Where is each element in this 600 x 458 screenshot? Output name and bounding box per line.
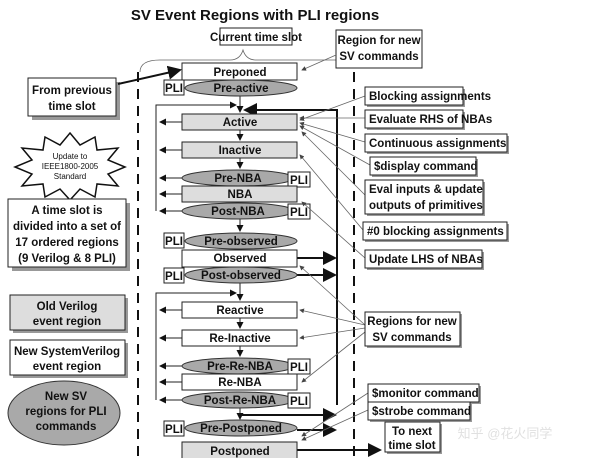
svg-text:Pre-observed: Pre-observed (204, 236, 278, 248)
watermark: 知乎 @花火同学 (458, 426, 553, 441)
note-update-lhs: Update LHS of NBAs (364, 249, 484, 270)
svg-text:Update LHS of NBAs: Update LHS of NBAs (369, 254, 483, 266)
time-slot-brace (139, 48, 360, 73)
svg-text:$display command: $display command (374, 161, 478, 173)
legend-new-pli: New SV regions for PLI commands (7, 380, 121, 446)
svg-text:#0 blocking assignments: #0 blocking assignments (367, 226, 504, 238)
note-next-time-slot: To next time slot (384, 421, 442, 454)
note-continuous-assignments: Continuous assignments (364, 133, 509, 154)
svg-text:Post-Re-NBA: Post-Re-NBA (204, 395, 276, 407)
region-pre-observed: PLI Pre-observed (163, 232, 298, 250)
svg-text:PLI: PLI (290, 207, 308, 219)
svg-text:Preponed: Preponed (213, 67, 266, 79)
svg-text:$monitor command: $monitor command (372, 388, 479, 400)
region-pre-postponed: PLI Pre-Postponed (163, 419, 298, 437)
svg-text:divided into a set of: divided into a set of (13, 221, 121, 233)
svg-text:Re-NBA: Re-NBA (218, 377, 261, 389)
svg-text:Observed: Observed (213, 253, 266, 265)
region-reactive: Reactive (181, 301, 298, 319)
svg-text:Region for new: Region for new (337, 35, 420, 47)
svg-text:Old Verilog: Old Verilog (37, 301, 98, 313)
svg-text:Post-observed: Post-observed (201, 270, 281, 282)
note-monitor-command: $monitor command (367, 383, 481, 404)
legend-new-systemverilog: New SystemVerilog event region (9, 339, 128, 378)
svg-text:From previous: From previous (32, 85, 112, 97)
svg-text:17 ordered regions: 17 ordered regions (15, 237, 119, 249)
note-evaluate-rhs: Evaluate RHS of NBAs (364, 109, 492, 130)
svg-text:PLI: PLI (165, 236, 183, 248)
svg-text:$strobe command: $strobe command (372, 406, 471, 418)
region-nba: NBA (181, 185, 298, 203)
region-new-sv-label: Region for new SV commands (335, 29, 423, 69)
note-strobe-command: $strobe command (367, 401, 472, 422)
svg-text:SV commands: SV commands (339, 51, 418, 63)
svg-text:event region: event region (33, 361, 101, 373)
region-pre-re-nba: Pre-Re-NBA PLI (181, 357, 311, 375)
svg-text:Eval inputs & update: Eval inputs & update (369, 184, 483, 196)
svg-text:Standard: Standard (54, 172, 86, 181)
svg-text:time slot: time slot (48, 101, 95, 113)
svg-text:Pre-NBA: Pre-NBA (214, 173, 261, 185)
svg-text:Blocking assignments: Blocking assignments (369, 91, 491, 103)
svg-text:Postponed: Postponed (210, 446, 269, 458)
svg-text:event region: event region (33, 316, 101, 328)
region-postponed: Postponed (181, 441, 298, 458)
feedback-line (243, 103, 338, 405)
svg-text:Update to: Update to (53, 152, 88, 161)
diagram-title: SV Event Regions with PLI regions (131, 7, 379, 24)
svg-text:(9 Verilog & 8 PLI): (9 Verilog & 8 PLI) (18, 253, 116, 265)
region-pre-nba: Pre-NBA PLI (181, 169, 311, 188)
region-preponed: Preponed (181, 62, 298, 81)
svg-text:Pre-Re-NBA: Pre-Re-NBA (207, 361, 273, 373)
svg-text:PLI: PLI (290, 175, 308, 187)
svg-text:PLI: PLI (165, 424, 183, 436)
svg-text:Post-NBA: Post-NBA (211, 206, 265, 218)
note-display-command: $display command (369, 156, 478, 177)
region-observed: Observed (181, 249, 298, 268)
svg-text:NBA: NBA (228, 189, 253, 201)
region-post-nba: Post-NBA PLI (181, 202, 311, 220)
svg-text:A time slot is: A time slot is (31, 205, 102, 217)
region-re-nba: Re-NBA (181, 373, 298, 391)
svg-text:Inactive: Inactive (219, 145, 262, 157)
note-regions-new-sv: Regions for new SV commands (364, 311, 462, 348)
svg-text:Continuous assignments: Continuous assignments (369, 138, 506, 150)
region-post-observed: PLI Post-observed (163, 266, 298, 284)
legend-old-verilog: Old Verilog event region (9, 294, 128, 333)
svg-text:IEEE1800-2005: IEEE1800-2005 (42, 162, 99, 171)
region-pre-active: PLI Pre-active (163, 79, 298, 97)
svg-text:Regions for new: Regions for new (367, 316, 457, 328)
svg-text:To next: To next (392, 426, 432, 438)
svg-text:Reactive: Reactive (216, 305, 263, 317)
note-zero-blocking: #0 blocking assignments (362, 221, 509, 242)
svg-text:Pre-Postponed: Pre-Postponed (200, 423, 282, 435)
svg-text:Re-Inactive: Re-Inactive (209, 333, 270, 345)
svg-text:PLI: PLI (290, 362, 308, 374)
region-re-inactive: Re-Inactive (181, 329, 298, 347)
svg-text:PLI: PLI (290, 396, 308, 408)
svg-text:Current time slot: Current time slot (210, 32, 302, 44)
svg-text:Evaluate RHS of NBAs: Evaluate RHS of NBAs (369, 114, 492, 126)
svg-text:Pre-active: Pre-active (214, 83, 269, 95)
svg-text:New SV: New SV (45, 391, 88, 403)
update-starburst: Update to IEEE1800-2005 Standard (13, 131, 127, 202)
note-eval-inputs: Eval inputs & update outputs of primitive… (364, 179, 485, 216)
svg-text:SV commands: SV commands (372, 332, 451, 344)
svg-text:outputs of primitives: outputs of primitives (369, 200, 483, 212)
svg-text:Active: Active (223, 117, 258, 129)
region-post-re-nba: Post-Re-NBA PLI (181, 391, 311, 409)
svg-text:New SystemVerilog: New SystemVerilog (14, 346, 120, 358)
svg-text:time slot: time slot (388, 440, 435, 452)
from-previous-time-slot: From previous time slot (27, 77, 120, 120)
svg-text:PLI: PLI (165, 271, 183, 283)
current-time-slot-label: Current time slot (210, 27, 302, 46)
svg-text:commands: commands (36, 421, 97, 433)
svg-text:PLI: PLI (165, 83, 183, 95)
region-inactive: Inactive (181, 141, 298, 159)
svg-text:regions for PLI: regions for PLI (25, 406, 106, 418)
time-slot-note: A time slot is divided into a set of 17 … (7, 198, 130, 271)
region-active: Active (181, 113, 298, 131)
note-blocking-assignments: Blocking assignments (364, 86, 491, 107)
